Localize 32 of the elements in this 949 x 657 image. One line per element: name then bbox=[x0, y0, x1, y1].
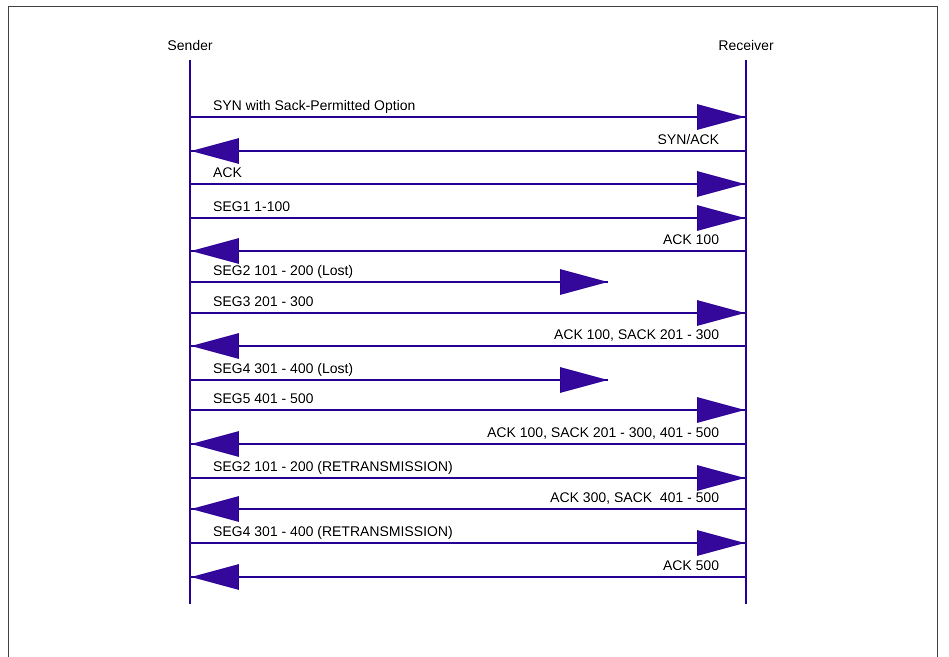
message-arrow bbox=[191, 397, 745, 423]
message-label: ACK 100, SACK 201 - 300, 401 - 500 bbox=[487, 424, 719, 440]
message-label: SEG5 401 - 500 bbox=[213, 390, 314, 406]
message-arrow bbox=[191, 333, 745, 359]
participant-name: Sender bbox=[166, 36, 214, 54]
message-label: SEG2 101 - 200 (Lost) bbox=[213, 262, 354, 278]
message-arrow bbox=[191, 431, 745, 457]
message-arrow bbox=[191, 300, 745, 326]
message-arrow bbox=[191, 269, 608, 295]
message-label: ACK 500 bbox=[662, 557, 719, 573]
message-label: ACK 100, SACK 201 - 300 bbox=[554, 326, 719, 342]
participant-name: Receiver bbox=[717, 36, 775, 54]
message-label: ACK bbox=[213, 164, 242, 180]
message-label: SYN with Sack-Permitted Option bbox=[213, 97, 416, 113]
message-label: SYN/ACK bbox=[658, 131, 719, 147]
message-label: SEG3 201 - 300 bbox=[213, 293, 314, 309]
message-label: SEG1 1-100 bbox=[213, 198, 290, 214]
message-arrow bbox=[191, 465, 745, 491]
message-arrow bbox=[191, 205, 745, 231]
message-arrow bbox=[191, 171, 745, 197]
message-label: SEG4 301 - 400 (Lost) bbox=[213, 360, 354, 376]
message-arrow bbox=[191, 564, 745, 590]
message-label: ACK 100 bbox=[662, 231, 719, 247]
message-label: SEG4 301 - 400 (RETRANSMISSION) bbox=[213, 523, 453, 539]
message-arrow bbox=[191, 530, 745, 556]
message-arrow bbox=[191, 238, 745, 264]
message-arrow bbox=[191, 138, 745, 164]
message-label: SEG2 101 - 200 (RETRANSMISSION) bbox=[213, 458, 453, 474]
message-arrow bbox=[191, 367, 608, 393]
message-arrow bbox=[191, 104, 745, 130]
message-arrow bbox=[191, 496, 745, 522]
message-label: ACK 300, SACK 401 - 500 bbox=[550, 489, 719, 505]
